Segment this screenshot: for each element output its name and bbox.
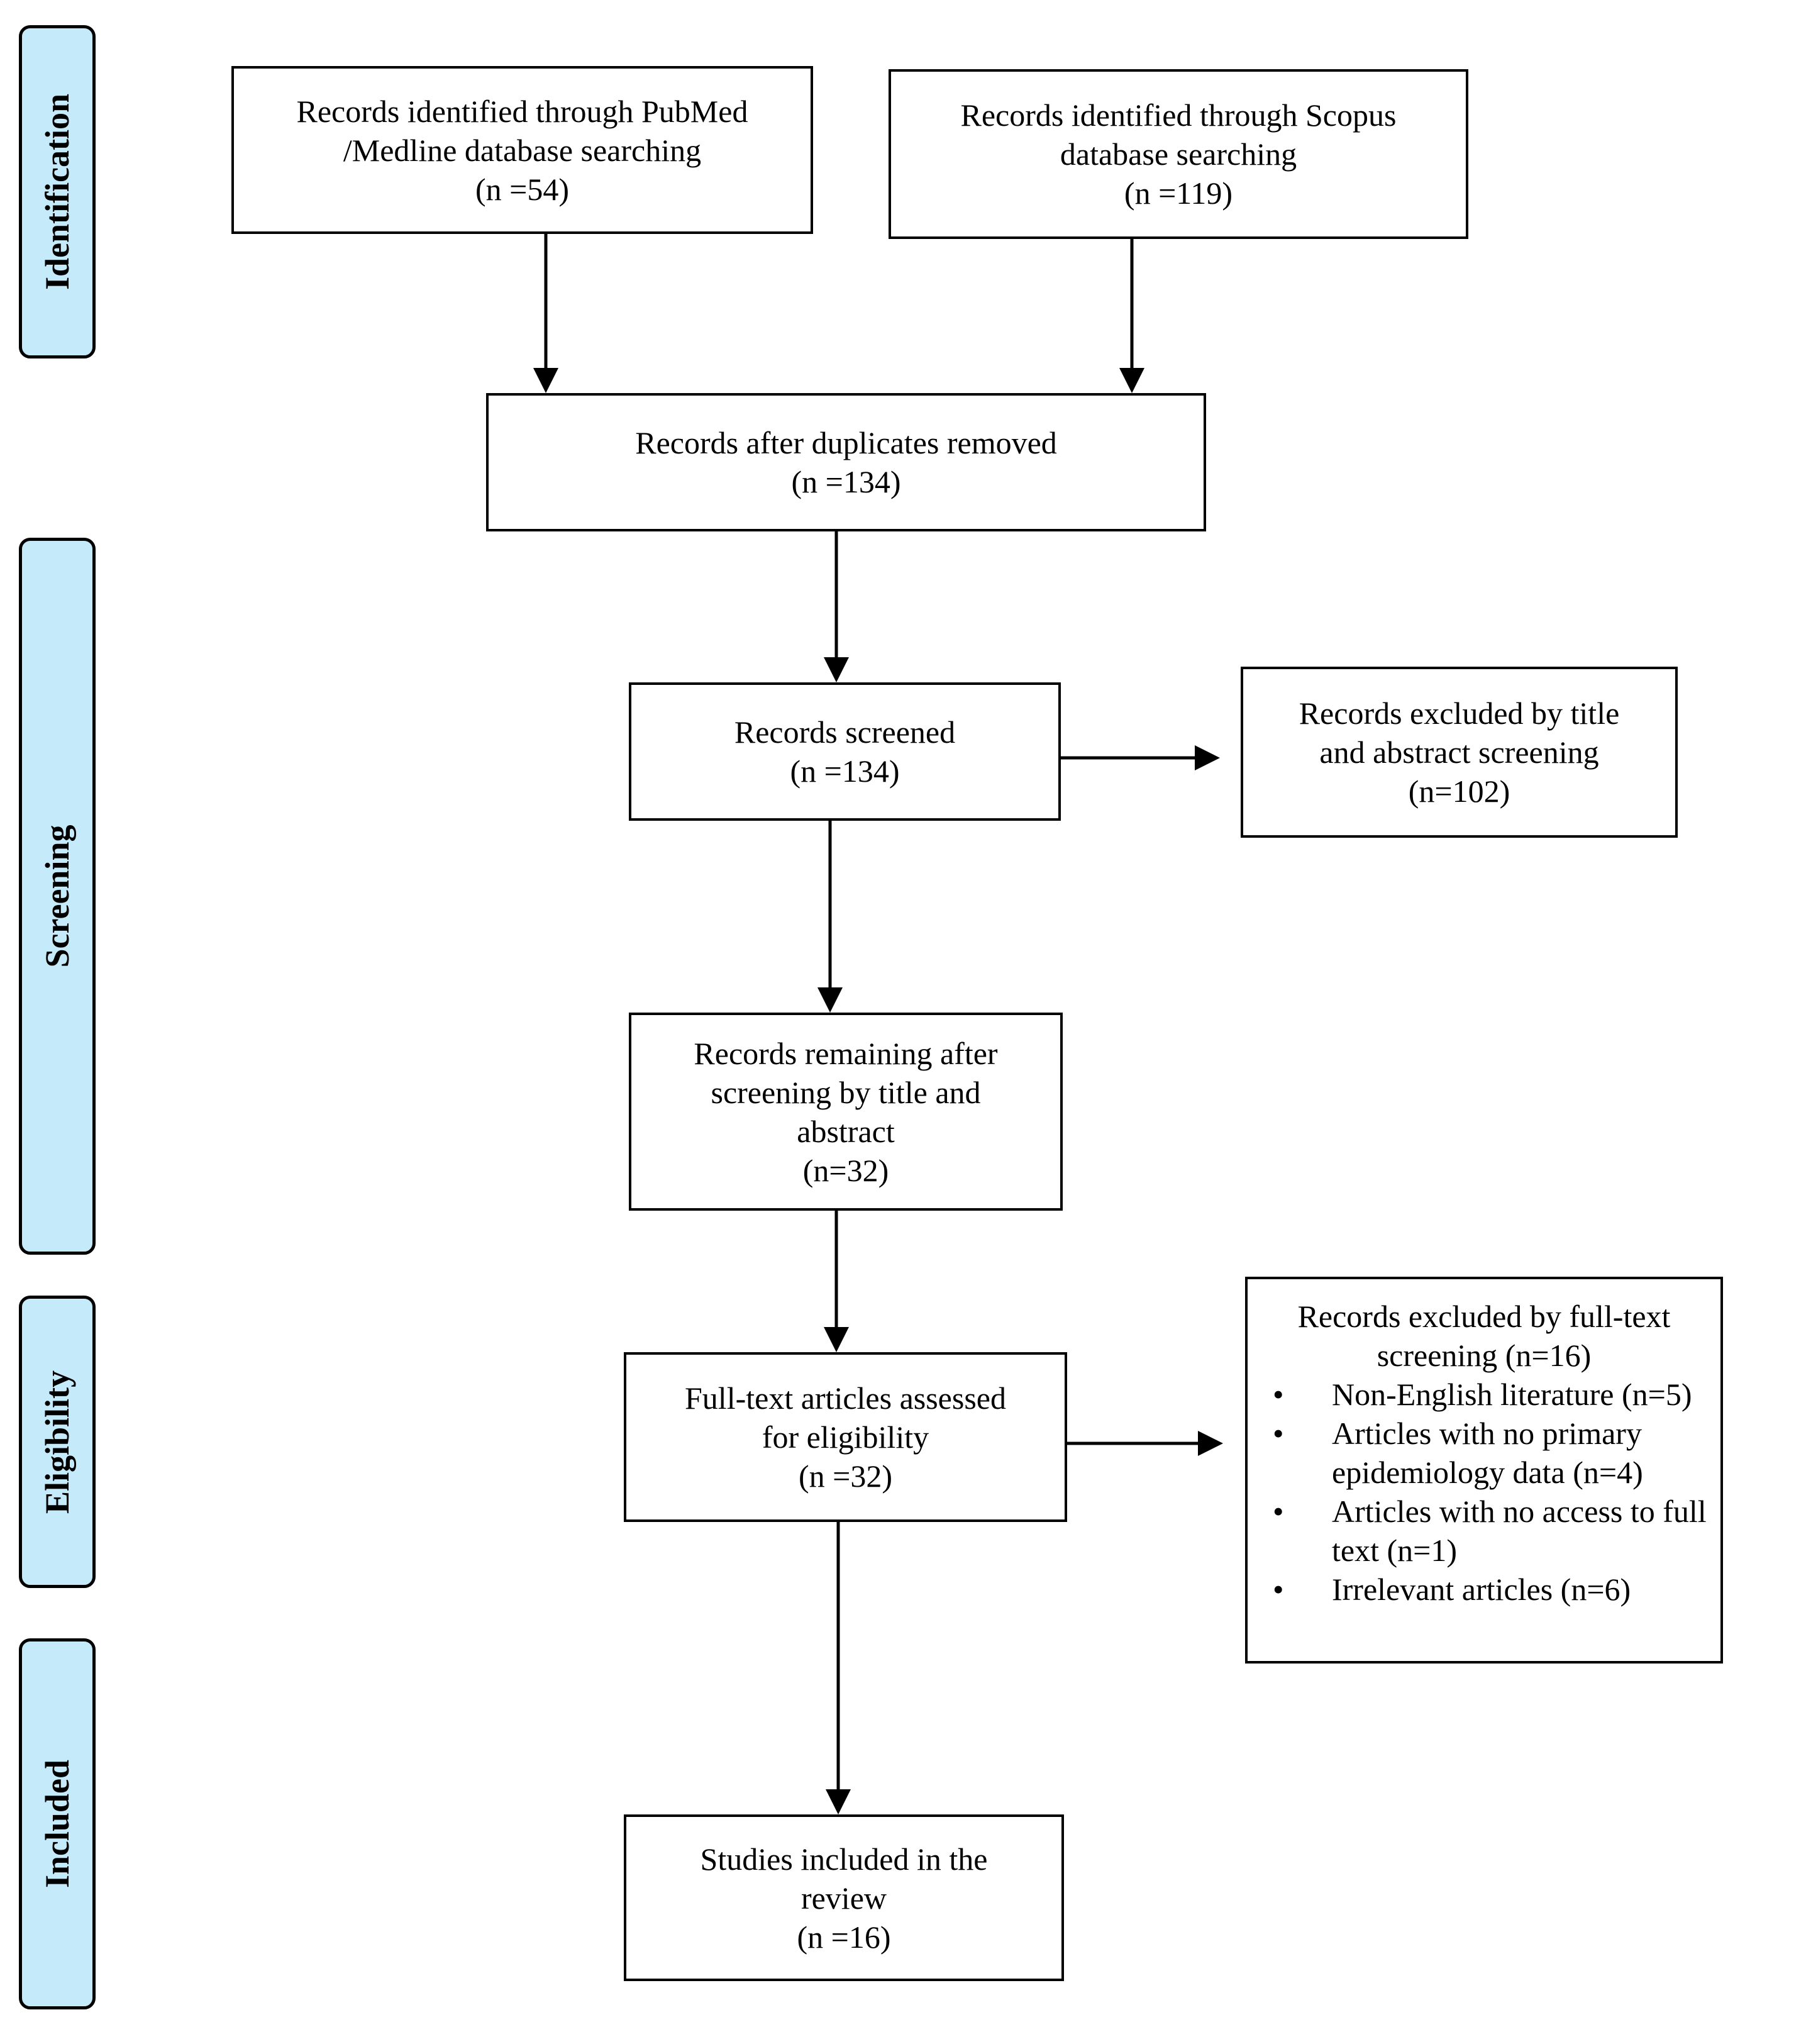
exclusion-reason-item: Articles with no access to full text (n=…	[1248, 1492, 1720, 1570]
box-records-screened: Records screened (n =134)	[629, 682, 1061, 821]
box-fulltext-assessed: Full-text articles assessed for eligibil…	[624, 1352, 1067, 1522]
box-records-remaining: Records remaining after screening by tit…	[629, 1013, 1063, 1211]
box-duplicates-removed: Records after duplicates removed (n =134…	[486, 393, 1206, 531]
flow-arrows	[533, 234, 1223, 1814]
box-scopus-records: Records identified through Scopus databa…	[889, 69, 1468, 239]
box-studies-included: Studies included in the review (n =16)	[624, 1814, 1064, 1981]
exclusion-reason-item: Irrelevant articles (n=6)	[1248, 1570, 1720, 1609]
phase-included: Included	[19, 1638, 96, 2009]
exclusion-reason-item: Articles with no primary epidemiology da…	[1248, 1414, 1720, 1492]
phase-eligibility: Eligibility	[19, 1296, 96, 1588]
box-excluded-title-abstract: Records excluded by title and abstract s…	[1241, 667, 1678, 838]
exclusion-reason-item: Non-English literature (n=5)	[1248, 1375, 1720, 1414]
phase-screening: Screening	[19, 538, 96, 1255]
exclusion-reasons-list: Non-English literature (n=5) Articles wi…	[1248, 1375, 1720, 1609]
phase-identification: Identification	[19, 25, 96, 358]
box-excluded-fulltext: Records excluded by full-text screening …	[1245, 1277, 1723, 1664]
box-pubmed-records: Records identified through PubMed /Medli…	[231, 66, 813, 234]
